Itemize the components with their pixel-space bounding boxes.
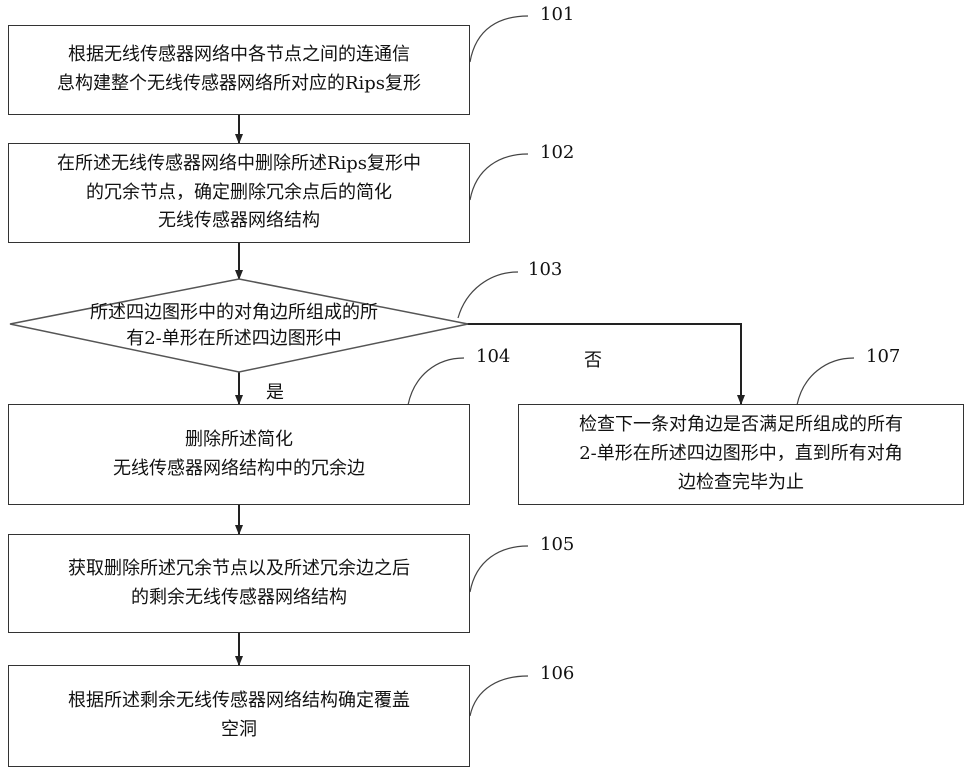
step-102-number: 102 — [540, 142, 574, 163]
branch-yes-label: 是 — [266, 378, 284, 404]
leader-102 — [470, 154, 528, 200]
step-104-number: 104 — [476, 346, 510, 367]
step-107-line-1: 检查下一条对角边是否满足所组成的所有 — [579, 411, 903, 440]
leader-106 — [470, 676, 528, 716]
branch-no-label: 否 — [584, 346, 602, 372]
step-105-line-1: 获取删除所述冗余节点以及所述冗余边之后 — [68, 555, 410, 584]
step-102-line-3: 无线传感器网络结构 — [158, 207, 320, 236]
step-105-box: 获取删除所述冗余节点以及所述冗余边之后 的剩余无线传感器网络结构 — [8, 534, 470, 633]
step-102-line-1: 在所述无线传感器网络中删除所述Rips复形中 — [57, 150, 421, 179]
step-102-box: 在所述无线传感器网络中删除所述Rips复形中 的冗余节点，确定删除冗余点后的简化… — [8, 143, 470, 243]
step-106-number: 106 — [540, 663, 574, 684]
step-106-line-2: 空洞 — [221, 716, 257, 745]
step-103-number: 103 — [528, 259, 562, 280]
leader-101 — [470, 16, 528, 62]
leader-105 — [470, 546, 528, 592]
step-104-box: 删除所述简化 无线传感器网络结构中的冗余边 — [8, 404, 470, 505]
step-101-line-1: 根据无线传感器网络中各节点之间的连通信 — [68, 41, 410, 70]
step-107-line-2: 2-单形在所述四边图形中，直到所有对角 — [579, 440, 903, 469]
step-102-line-2: 的冗余节点，确定删除冗余点后的简化 — [86, 179, 392, 208]
step-104-line-2: 无线传感器网络结构中的冗余边 — [113, 455, 365, 484]
step-101-number: 101 — [540, 4, 574, 25]
decision-103-line-1: 所述四边图形中的对角边所组成的所 — [90, 300, 378, 326]
step-107-number: 107 — [866, 346, 900, 367]
step-107-line-3: 边检查完毕为止 — [678, 469, 804, 498]
step-106-line-1: 根据所述剩余无线传感器网络结构确定覆盖 — [68, 687, 410, 716]
step-107-box: 检查下一条对角边是否满足所组成的所有 2-单形在所述四边图形中，直到所有对角 边… — [518, 404, 964, 505]
step-101-line-2: 息构建整个无线传感器网络所对应的Rips复形 — [57, 70, 421, 99]
step-101-box: 根据无线传感器网络中各节点之间的连通信 息构建整个无线传感器网络所对应的Rips… — [8, 25, 470, 115]
leader-103 — [458, 272, 518, 318]
leader-107 — [797, 358, 854, 405]
decision-103-text: 所述四边图形中的对角边所组成的所 有2-单形在所述四边图形中 — [10, 298, 458, 354]
step-104-line-1: 删除所述简化 — [185, 426, 293, 455]
leader-104 — [408, 358, 464, 405]
step-105-number: 105 — [540, 534, 574, 555]
step-106-box: 根据所述剩余无线传感器网络结构确定覆盖 空洞 — [8, 665, 470, 767]
decision-103-line-2: 有2-单形在所述四边图形中 — [126, 326, 342, 352]
step-105-line-2: 的剩余无线传感器网络结构 — [131, 584, 347, 613]
